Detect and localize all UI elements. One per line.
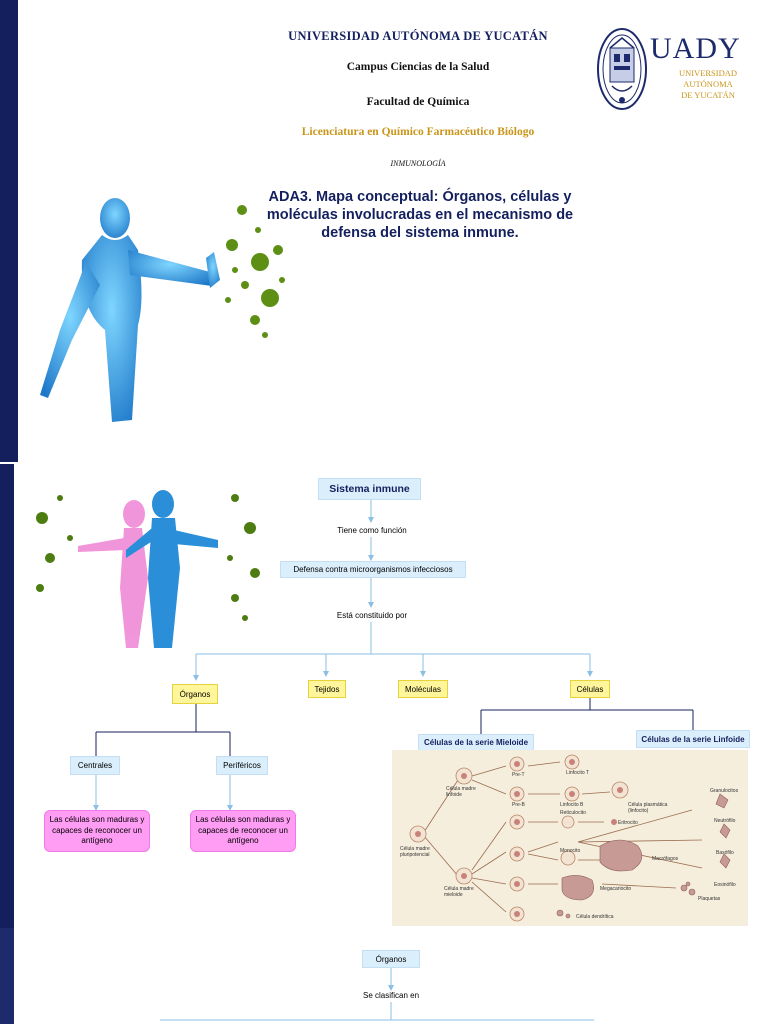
uady-wordmark: UADY <box>650 32 741 65</box>
cell-label-megacariocito: Megacariocito <box>600 886 632 892</box>
cell-label-linfocito-t: Linfocito T <box>566 770 589 776</box>
uady-seal-icon <box>597 28 647 110</box>
node-serie-mieloide: Células de la serie Mieloide <box>418 734 534 751</box>
sidebar-stripe-bottom-lower <box>0 928 14 1024</box>
cell-label-pre-t: Pre-T <box>512 772 525 778</box>
faculty-name: Facultad de Química <box>366 96 470 108</box>
cell-label-granulocitos: Granulocitos <box>710 788 739 794</box>
cell-label-plaquetas: Plaquetas <box>698 896 721 902</box>
cell-label-celula-madre-mieloide: Célula madre mieloide <box>444 886 474 898</box>
uady-line1: UNIVERSIDAD <box>678 68 738 78</box>
sidebar-stripe-top <box>0 0 18 462</box>
cell-label-reticulocito: Reticulocito <box>560 810 586 816</box>
uady-logo: UADY UNIVERSIDAD AUTÓNOMA DE YUCATÁN <box>596 26 746 114</box>
cell-label-celula-madre-linfoide: Célula madre linfoide <box>446 786 476 798</box>
node-organos-2: Órganos <box>362 950 420 968</box>
node-celulas: Células <box>570 680 610 698</box>
uady-line3: DE YUCATÁN <box>681 90 735 100</box>
node-perifericos-desc: Las células son maduras y capaces de rec… <box>190 810 296 852</box>
node-centrales: Centrales <box>70 756 120 775</box>
hematopoiesis-arrows <box>409 754 731 922</box>
node-organos: Órganos <box>172 684 218 704</box>
cell-label-linfocito-b: Linfocito B <box>560 802 584 808</box>
uady-line2: AUTÓNOMA <box>683 79 733 89</box>
cell-label-celula-madre-pluripotencial: Célula madre pluripotencial <box>400 846 430 858</box>
degree-name: Licenciatura en Químico Farmacéutico Bió… <box>301 126 535 138</box>
node-defensa: Defensa contra microorganismos infeccios… <box>280 561 466 578</box>
node-serie-linfoide: Células de la serie Linfoide <box>636 730 750 748</box>
cell-label-celula-dendritica: Célula dendrítica <box>576 914 614 920</box>
cell-label-monocito: Monocito <box>560 848 581 854</box>
document-title: ADA3. Mapa conceptual: Órganos, células … <box>266 189 574 242</box>
node-tejidos: Tejidos <box>308 680 346 698</box>
cell-label-neutrofilo: Neutrófilo <box>714 818 736 824</box>
hematopoiesis-diagram: Pre-T Linfocito T Célula madre linfoide … <box>392 750 748 926</box>
cell-label-basofilo: Basófilo <box>716 850 734 856</box>
university-name: UNIVERSIDAD AUTÓNOMA DE YUCATÁN <box>288 29 548 43</box>
node-sistema-inmune: Sistema inmune <box>318 478 421 500</box>
human-figure-virus-illustration <box>40 198 285 422</box>
node-moleculas: Moléculas <box>398 680 448 698</box>
cell-label-eritrocito: Eritrocito <box>618 820 638 826</box>
link-tiene-como-funcion: Tiene como función <box>337 526 407 535</box>
course-name: INMUNOLOGÍA <box>390 159 446 168</box>
node-perifericos: Periféricos <box>216 756 268 775</box>
sidebar-stripe-bottom <box>0 464 14 1024</box>
link-esta-constituido: Está constituido por <box>336 611 408 620</box>
two-figures-virus-illustration <box>36 490 260 648</box>
node-centrales-desc: Las células son maduras y capaces de rec… <box>44 810 150 852</box>
cell-label-eosinofilo: Eosinófilo <box>714 882 736 888</box>
cell-label-celula-plasmatica: Célula plasmática (linfocito) <box>628 802 668 814</box>
link-se-clasifican: Se clasifican en <box>362 991 420 1000</box>
campus-name: Campus Ciencias de la Salud <box>346 61 490 73</box>
cell-label-pre-b: Pre-B <box>512 802 525 808</box>
cell-label-macrofagos: Macrófagos <box>652 856 679 862</box>
